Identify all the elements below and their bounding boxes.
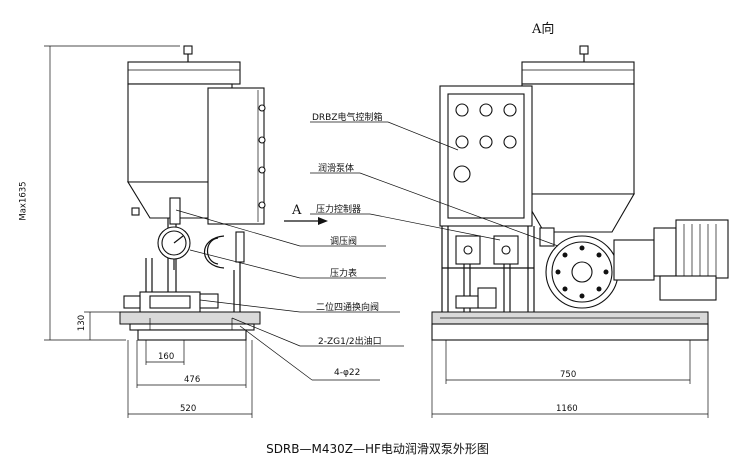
dim-base-height: 130 — [77, 314, 88, 332]
callout-pressure-controller: 压力控制器 — [316, 205, 362, 215]
section-arrow — [284, 217, 328, 225]
dim-520: 520 — [180, 404, 197, 414]
front-view — [119, 45, 266, 341]
callout-pressure-valve: 调压阀 — [330, 237, 358, 247]
dim-height-max: Max1635 — [18, 181, 29, 221]
leader-lines — [175, 121, 559, 381]
side-view-dimensions — [431, 340, 709, 418]
callout-reversing-valve: 二位四通换向阀 — [316, 303, 380, 313]
side-view — [431, 45, 729, 341]
callout-pressure-gauge: 压力表 — [330, 269, 358, 279]
dim-1160: 1160 — [556, 404, 578, 414]
figure-caption: SDRB—M430Z—HF电动润滑双泵外形图 — [266, 442, 489, 456]
section-marker-label: A — [292, 203, 302, 218]
dim-160: 160 — [158, 352, 175, 362]
callout-holes: 4-φ22 — [334, 368, 361, 378]
callout-outlet: 2-ZG1/2出油口 — [318, 337, 382, 347]
callout-pump-body: 润滑泵体 — [318, 164, 355, 174]
dim-476: 476 — [184, 375, 201, 385]
callout-control-box: DRBZ电气控制箱 — [312, 113, 383, 123]
dim-750: 750 — [560, 370, 577, 380]
view-label: A向 — [532, 22, 555, 37]
front-view-dimensions — [44, 45, 253, 418]
